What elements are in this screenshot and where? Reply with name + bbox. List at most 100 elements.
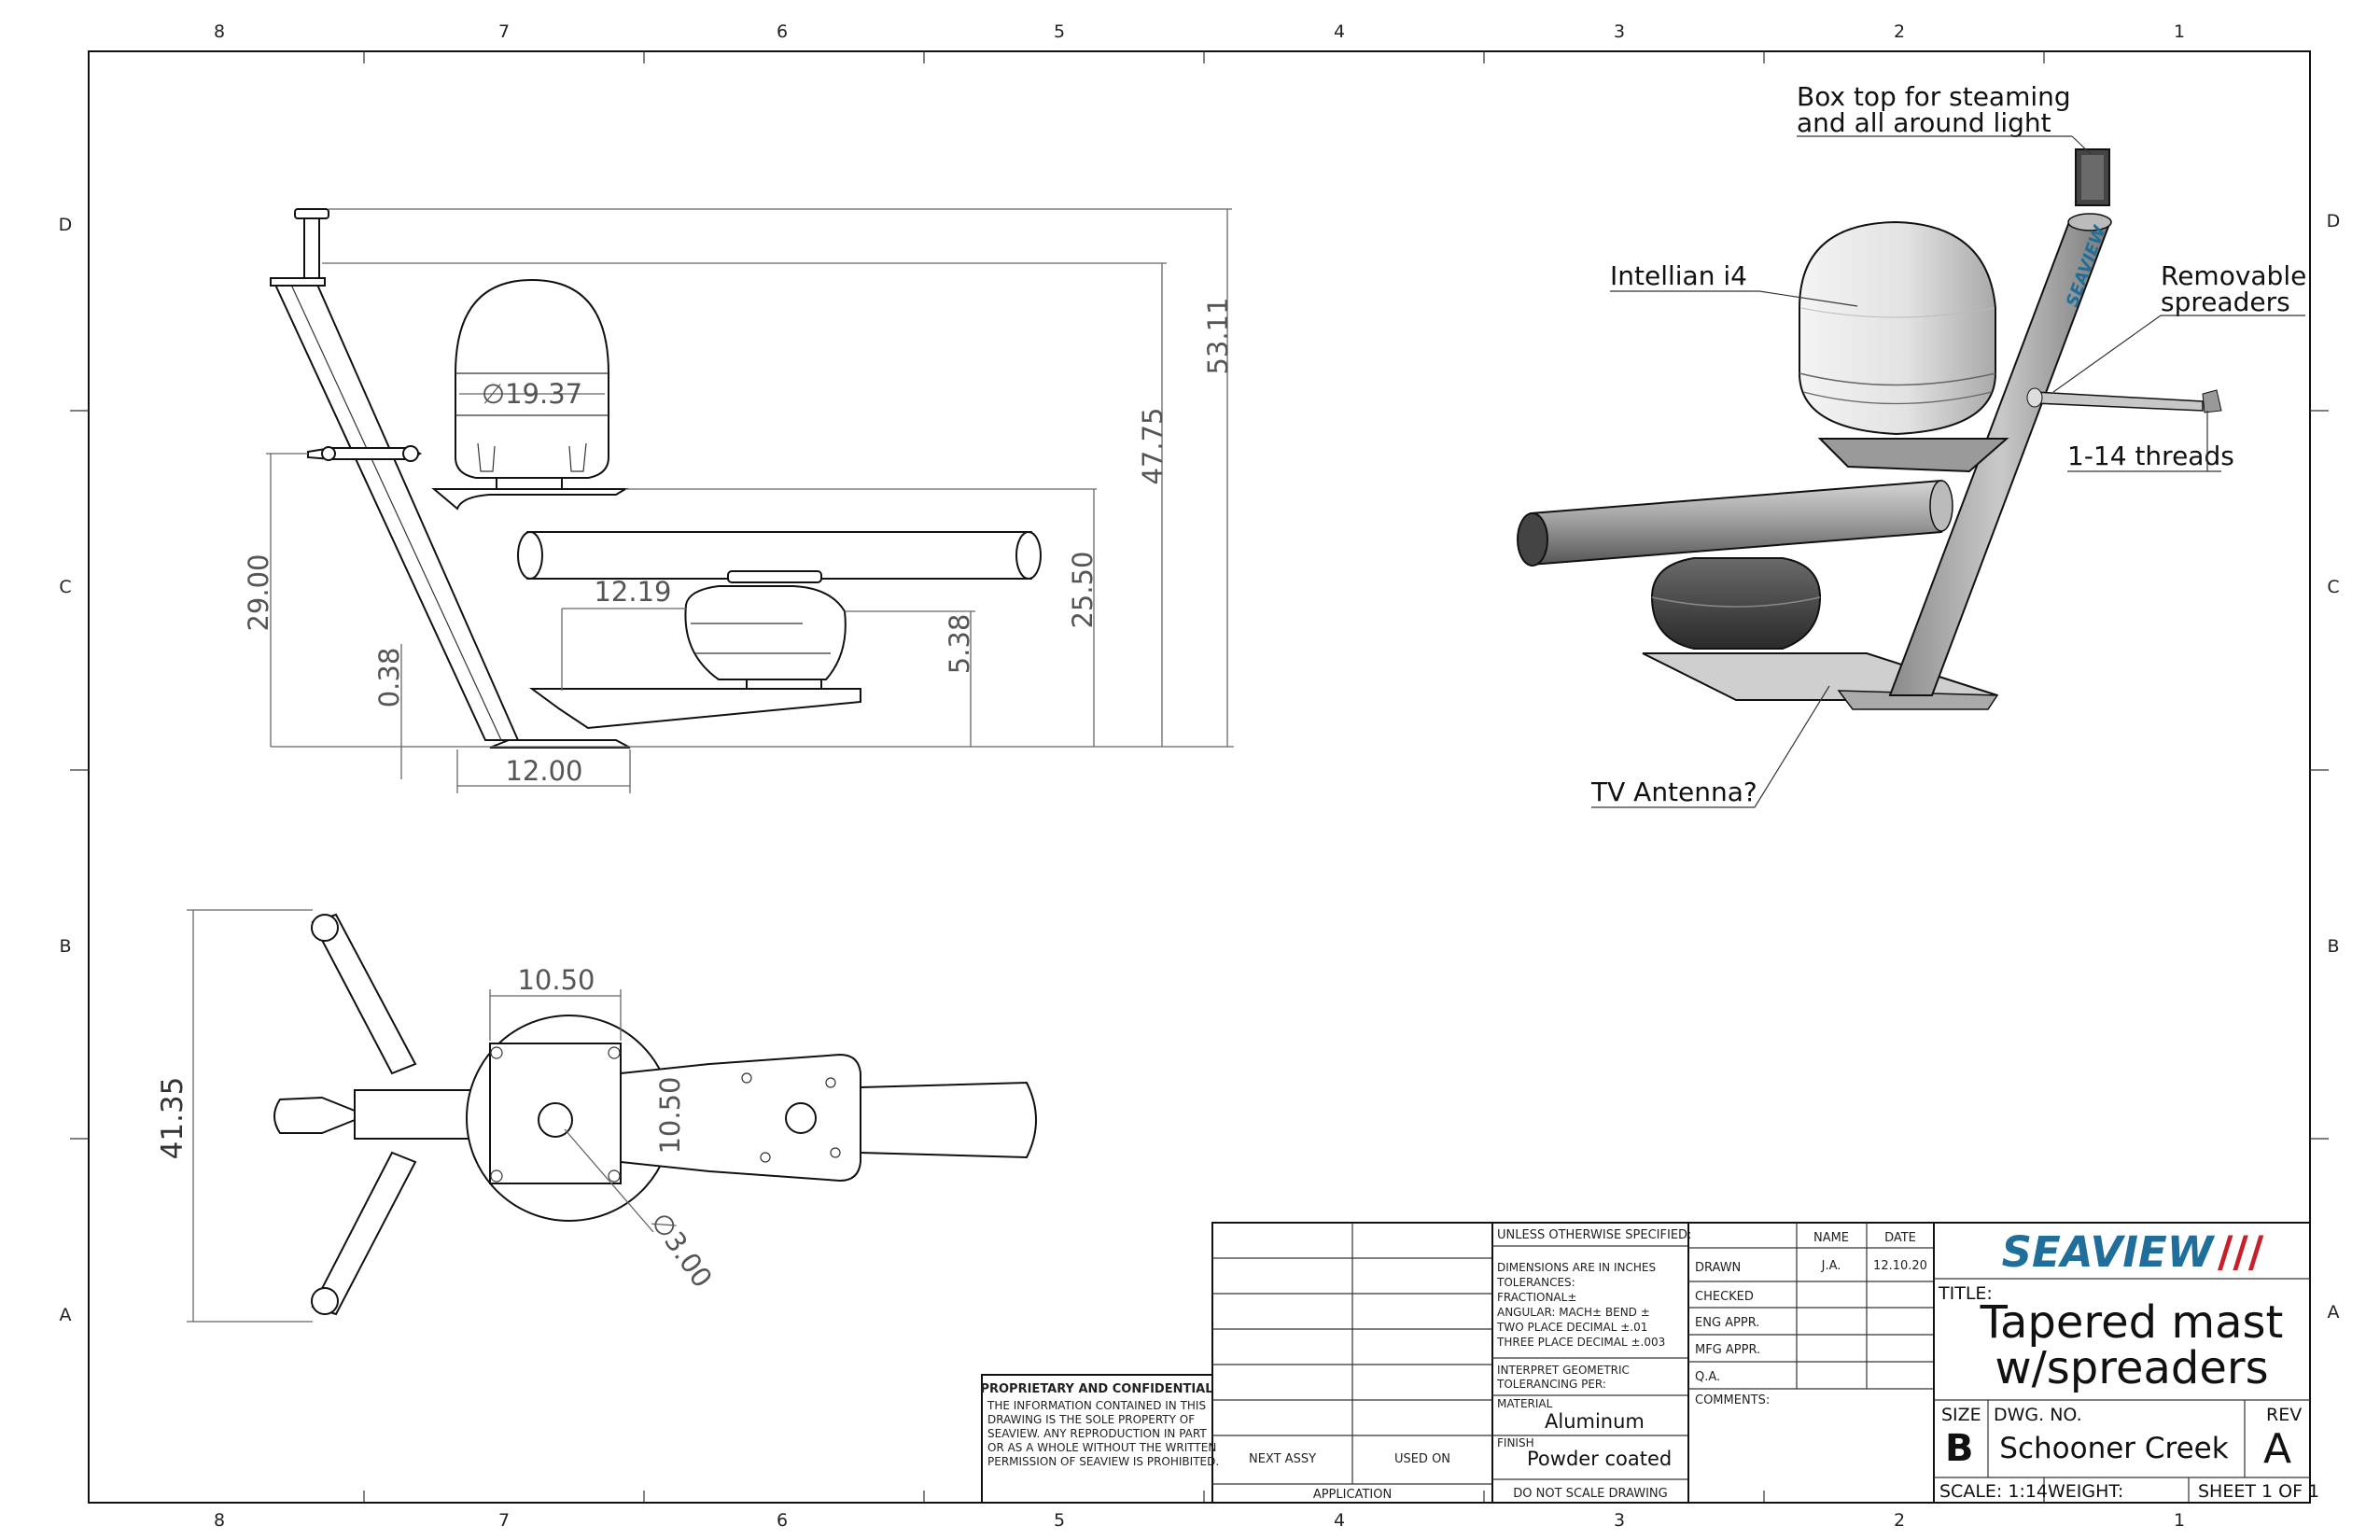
plan-top-view: 10.50 10.50 ∅3.00 41.35	[156, 909, 1037, 1323]
title-block: PROPRIETARY AND CONFIDENTIAL THE INFORMA…	[980, 1222, 2319, 1504]
zone-col-4-bottom: 4	[1334, 1510, 1345, 1531]
zone-row-d: D	[59, 215, 73, 235]
dome-base	[496, 477, 563, 490]
finish-value: Powder coated	[1527, 1448, 1672, 1470]
proprietary-line-3: SEAVIEW. ANY REPRODUCTION IN PART	[987, 1427, 1207, 1440]
zone-row-c: C	[59, 577, 71, 597]
zone-col-5-bottom: 5	[1054, 1510, 1065, 1531]
box-top-cap	[270, 277, 326, 287]
callout-box-top-line2: and all around light	[1797, 107, 2051, 138]
tolerance-line-4: ANGULAR: MACH± BEND ±	[1497, 1306, 1650, 1319]
company-logo-marks: ///	[2218, 1227, 2264, 1277]
zone-col-5: 5	[1054, 21, 1065, 42]
zone-col-6-bottom: 6	[777, 1510, 788, 1531]
tolerance-line-3: FRACTIONAL±	[1497, 1291, 1576, 1304]
zone-columns-top: 8 7 6 5 4 3 2 1	[214, 21, 2185, 42]
tolerance-line-6: THREE PLACE DECIMAL ±.003	[1496, 1336, 1665, 1349]
dim-tv-height: 5.38	[944, 614, 975, 675]
size-value: B	[1945, 1427, 1974, 1470]
dim-dome-diameter: ∅19.37	[482, 378, 582, 410]
zone-row-d-right: D	[2327, 211, 2341, 231]
zone-row-a-right: A	[2328, 1302, 2340, 1323]
light-post	[303, 216, 320, 279]
zone-row-b-right: B	[2327, 936, 2339, 957]
zone-row-c-right: C	[2327, 577, 2339, 597]
mast-hub	[273, 1096, 356, 1134]
scale-label: SCALE: 1:14	[1939, 1481, 2048, 1502]
dim-tv-width: 12.19	[594, 576, 671, 608]
date-header: DATE	[1884, 1231, 1916, 1245]
dim-base-thickness: 0.38	[373, 648, 405, 708]
drawn-label: DRAWN	[1695, 1261, 1741, 1275]
dim-base-width: 12.00	[505, 755, 582, 787]
drawing-title-line2: w/spreaders	[1995, 1342, 2268, 1394]
iso-tv-antenna	[1650, 557, 1822, 650]
zone-col-7: 7	[498, 21, 510, 42]
finish-label: FINISH	[1497, 1436, 1534, 1449]
mast-base-plate	[489, 739, 631, 749]
zone-col-3-bottom: 3	[1614, 1510, 1625, 1531]
dim-plate-width: 10.50	[517, 964, 595, 996]
proprietary-line-1: THE INFORMATION CONTAINED IN THIS	[987, 1399, 1206, 1412]
drawn-date: 12.10.20	[1873, 1259, 1927, 1273]
unless-specified-label: UNLESS OTHERWISE SPECIFIED:	[1497, 1228, 1691, 1242]
callout-tv-antenna: TV Antenna?	[1590, 777, 1757, 807]
name-header: NAME	[1813, 1231, 1849, 1245]
tolerance-line-1: DIMENSIONS ARE IN INCHES	[1497, 1261, 1656, 1274]
zone-rows-left: D C B A	[59, 215, 73, 1325]
iso-satellite-dome	[1799, 220, 1996, 436]
application-label: APPLICATION	[1313, 1488, 1392, 1502]
tolerance-line-2: TOLERANCES:	[1496, 1276, 1575, 1289]
callout-removable-line2: spreaders	[2161, 287, 2290, 317]
center-hole	[538, 1102, 573, 1138]
dim-overall-height: 53.11	[1202, 297, 1234, 374]
mfg-appr-label: MFG APPR.	[1695, 1343, 1760, 1357]
zone-col-2: 2	[1894, 21, 1905, 42]
dim-plate-height: 10.50	[654, 1076, 686, 1154]
company-logo: SEAVIEW	[2002, 1227, 2216, 1277]
zone-columns-bottom: 8 7 6 5 4 3 2 1	[214, 1510, 2185, 1531]
dome-bracket	[431, 488, 629, 511]
material-value: Aluminum	[1545, 1410, 1645, 1433]
proprietary-heading: PROPRIETARY AND CONFIDENTIAL	[980, 1382, 1212, 1396]
rev-label: REV	[2266, 1405, 2302, 1425]
weight-label: WEIGHT:	[2048, 1481, 2123, 1502]
interpret-line-1: INTERPRET GEOMETRIC	[1497, 1364, 1630, 1377]
dim-spreader-height: 29.00	[243, 553, 274, 631]
zone-col-8-bottom: 8	[214, 1510, 225, 1531]
tv-platform	[528, 688, 861, 730]
rev-value: A	[2263, 1425, 2291, 1473]
tolerance-line-5: TWO PLACE DECIMAL ±.01	[1496, 1321, 1647, 1334]
zone-rows-right: D C B A	[2327, 211, 2341, 1323]
satellite-dome	[455, 278, 609, 479]
zone-row-b: B	[59, 936, 71, 957]
dim-hole-diameter: ∅3.00	[644, 1207, 718, 1294]
zone-col-4: 4	[1334, 21, 1345, 42]
material-label: MATERIAL	[1497, 1397, 1553, 1410]
callout-threads: 1-14 threads	[2067, 441, 2234, 471]
callout-box-top-line1: Box top for steaming	[1797, 81, 2071, 112]
proprietary-line-2: DRAWING IS THE SOLE PROPERTY OF	[987, 1413, 1195, 1426]
tv-antenna-cap	[727, 570, 822, 583]
qa-label: Q.A.	[1695, 1370, 1720, 1384]
dwg-no-value: Schooner Creek	[1999, 1432, 2228, 1465]
zone-col-1-bottom: 1	[2174, 1510, 2185, 1531]
zone-col-7-bottom: 7	[498, 1510, 510, 1531]
size-label: SIZE	[1941, 1405, 1981, 1425]
isometric-view: SEAVIEW Box top for steaming and all aro…	[1517, 81, 2306, 808]
drawing-title-line1: Tapered mast	[1980, 1296, 2284, 1349]
callout-removable-line1: Removable	[2161, 260, 2306, 291]
proprietary-line-5: PERMISSION OF SEAVIEW IS PROHIBITED.	[987, 1455, 1219, 1468]
zone-col-8: 8	[214, 21, 225, 42]
proprietary-line-4: OR AS A WHOLE WITHOUT THE WRITTEN	[987, 1441, 1216, 1454]
dim-arm-height: 25.50	[1067, 551, 1099, 628]
zone-row-a: A	[60, 1305, 72, 1325]
sheet-label: SHEET 1 OF 1	[2198, 1481, 2319, 1502]
next-assy-label: NEXT ASSY	[1249, 1452, 1316, 1466]
zone-col-6: 6	[777, 21, 788, 42]
checked-label: CHECKED	[1695, 1290, 1754, 1304]
used-on-label: USED ON	[1394, 1452, 1450, 1466]
iso-radar-arm	[1530, 479, 1952, 567]
